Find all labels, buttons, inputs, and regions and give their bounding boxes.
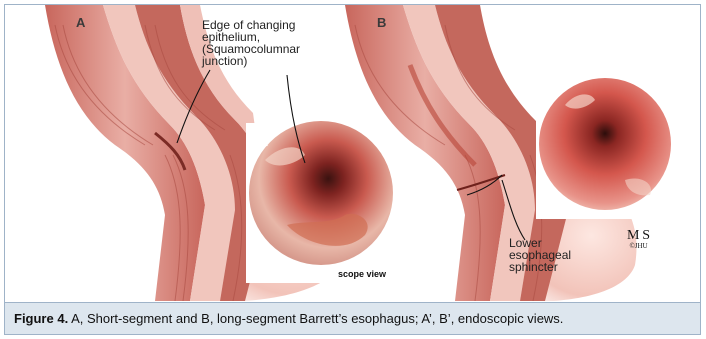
caption-text: A, Short-segment and B, long-segment Bar… [68, 311, 563, 326]
panel-a-label: A [76, 15, 85, 30]
sphincter-line-3: sphincter [509, 261, 571, 273]
inset-a-label: A' [258, 133, 271, 149]
scope-view-label: scope view [338, 269, 386, 279]
inset-b-label: B' [553, 81, 566, 97]
junction-line-4: junction) [202, 55, 300, 67]
jhu-logo: M S ©JHU [627, 229, 650, 251]
logo-small-text: ©JHU [627, 242, 650, 251]
logo-mark: M S [627, 229, 650, 242]
figure-label: Figure 4. [14, 311, 68, 326]
panel-b-label: B [377, 15, 386, 30]
figure-frame: A B A' B' Edge of changing epithelium, (… [4, 4, 701, 335]
sphincter-annotation: Lower esophageal sphincter [509, 237, 571, 273]
junction-annotation: Edge of changing epithelium, (Squamocolu… [202, 19, 300, 67]
barrett-esophagus-illustration: A B A' B' Edge of changing epithelium, (… [5, 5, 700, 301]
anatomy-drawing [5, 5, 700, 301]
figure-caption: Figure 4. A, Short-segment and B, long-s… [5, 302, 700, 334]
